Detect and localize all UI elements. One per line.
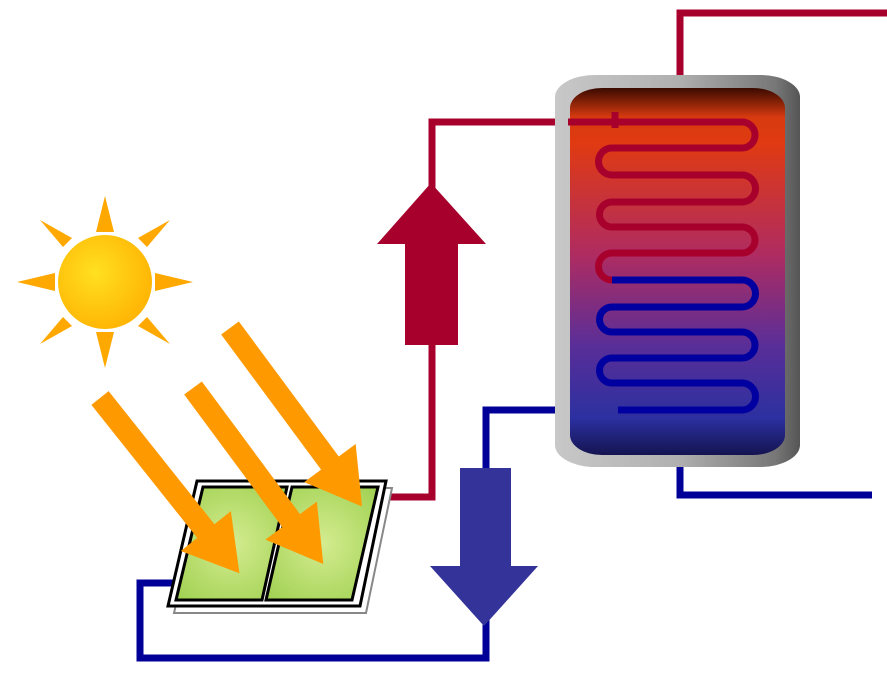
sunlight-arrow	[91, 391, 240, 574]
heat-exchanger-coil	[568, 112, 759, 414]
hot-flow-arrow	[377, 183, 486, 345]
sunlight-arrows	[91, 321, 363, 574]
sunlight-arrow	[221, 321, 363, 507]
collector-return-pipe	[136, 406, 575, 662]
cold-flow-arrow	[430, 468, 538, 626]
sunlight-arrow	[184, 381, 324, 565]
cold-inlet-pipe	[676, 455, 872, 499]
sun-icon	[17, 196, 193, 368]
hot-outlet-pipe	[676, 9, 887, 80]
